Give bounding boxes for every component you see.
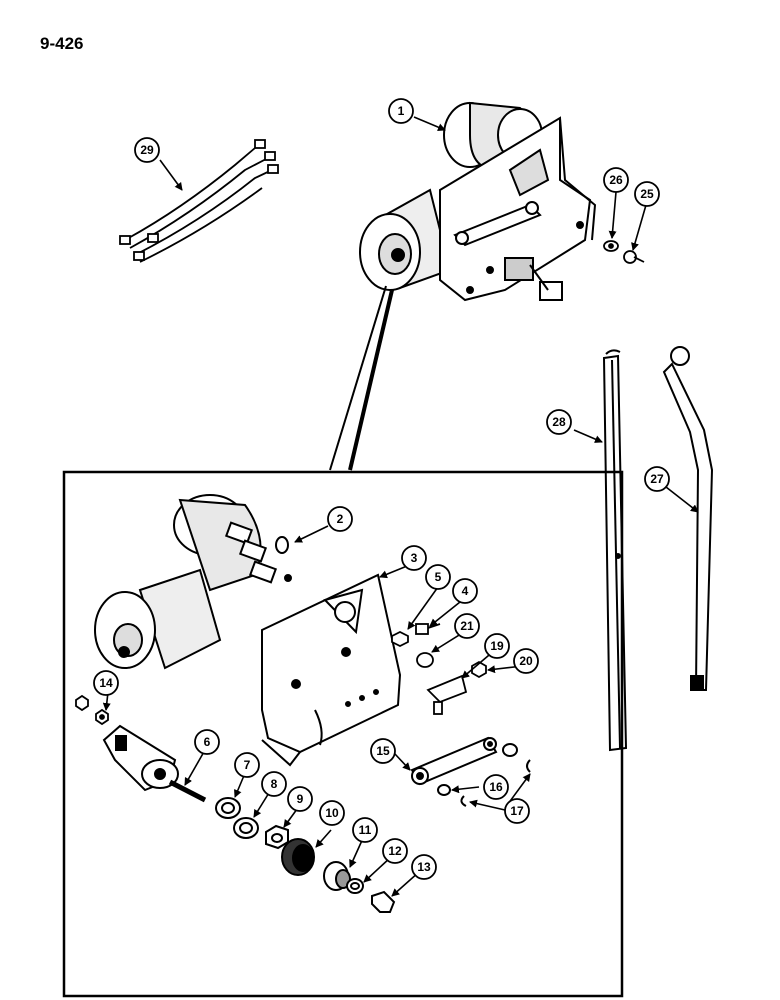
wiper-motor-drawing <box>94 494 292 670</box>
crank-arm-drawing <box>410 736 531 807</box>
callout-21: 21 <box>460 619 474 633</box>
callout-7: 7 <box>244 758 251 772</box>
switch-drawing <box>102 724 207 803</box>
callout-1: 1 <box>398 104 405 118</box>
callout-8: 8 <box>271 777 278 791</box>
callout-29: 29 <box>140 143 154 157</box>
wiring-harness-drawing <box>119 139 279 263</box>
wiper-blade-drawing <box>602 349 628 752</box>
wiper-arm-drawing <box>662 346 714 691</box>
callout-14: 14 <box>99 676 113 690</box>
callout-11: 11 <box>359 823 372 837</box>
callout-25: 25 <box>640 187 654 201</box>
callout-12: 12 <box>388 844 402 858</box>
callout-28: 28 <box>552 415 566 429</box>
callout-16: 16 <box>489 780 503 794</box>
wiper-motor-assembly-drawing <box>359 101 597 302</box>
small-hardware-drawing <box>75 623 487 726</box>
callout-2: 2 <box>337 512 344 526</box>
callout-3: 3 <box>411 551 418 565</box>
callout-6: 6 <box>204 735 211 749</box>
callout-10: 10 <box>325 806 339 820</box>
callout-circles <box>93 98 670 880</box>
callout-26: 26 <box>609 173 623 187</box>
screw-washer-drawing <box>603 240 645 264</box>
callout-17: 17 <box>510 804 524 818</box>
callout-13: 13 <box>417 860 431 874</box>
callout-9: 9 <box>297 792 304 806</box>
callout-15: 15 <box>376 744 390 758</box>
callout-5: 5 <box>435 570 442 584</box>
detail-view-frame <box>62 470 624 998</box>
callout-19: 19 <box>490 639 504 653</box>
mounting-plate-drawing <box>261 573 402 767</box>
page-number: 9-426 <box>40 34 84 53</box>
callout-20: 20 <box>519 654 533 668</box>
callout-4: 4 <box>462 584 469 598</box>
bushing-stack-drawing <box>215 797 396 913</box>
callout-27: 27 <box>650 472 664 486</box>
